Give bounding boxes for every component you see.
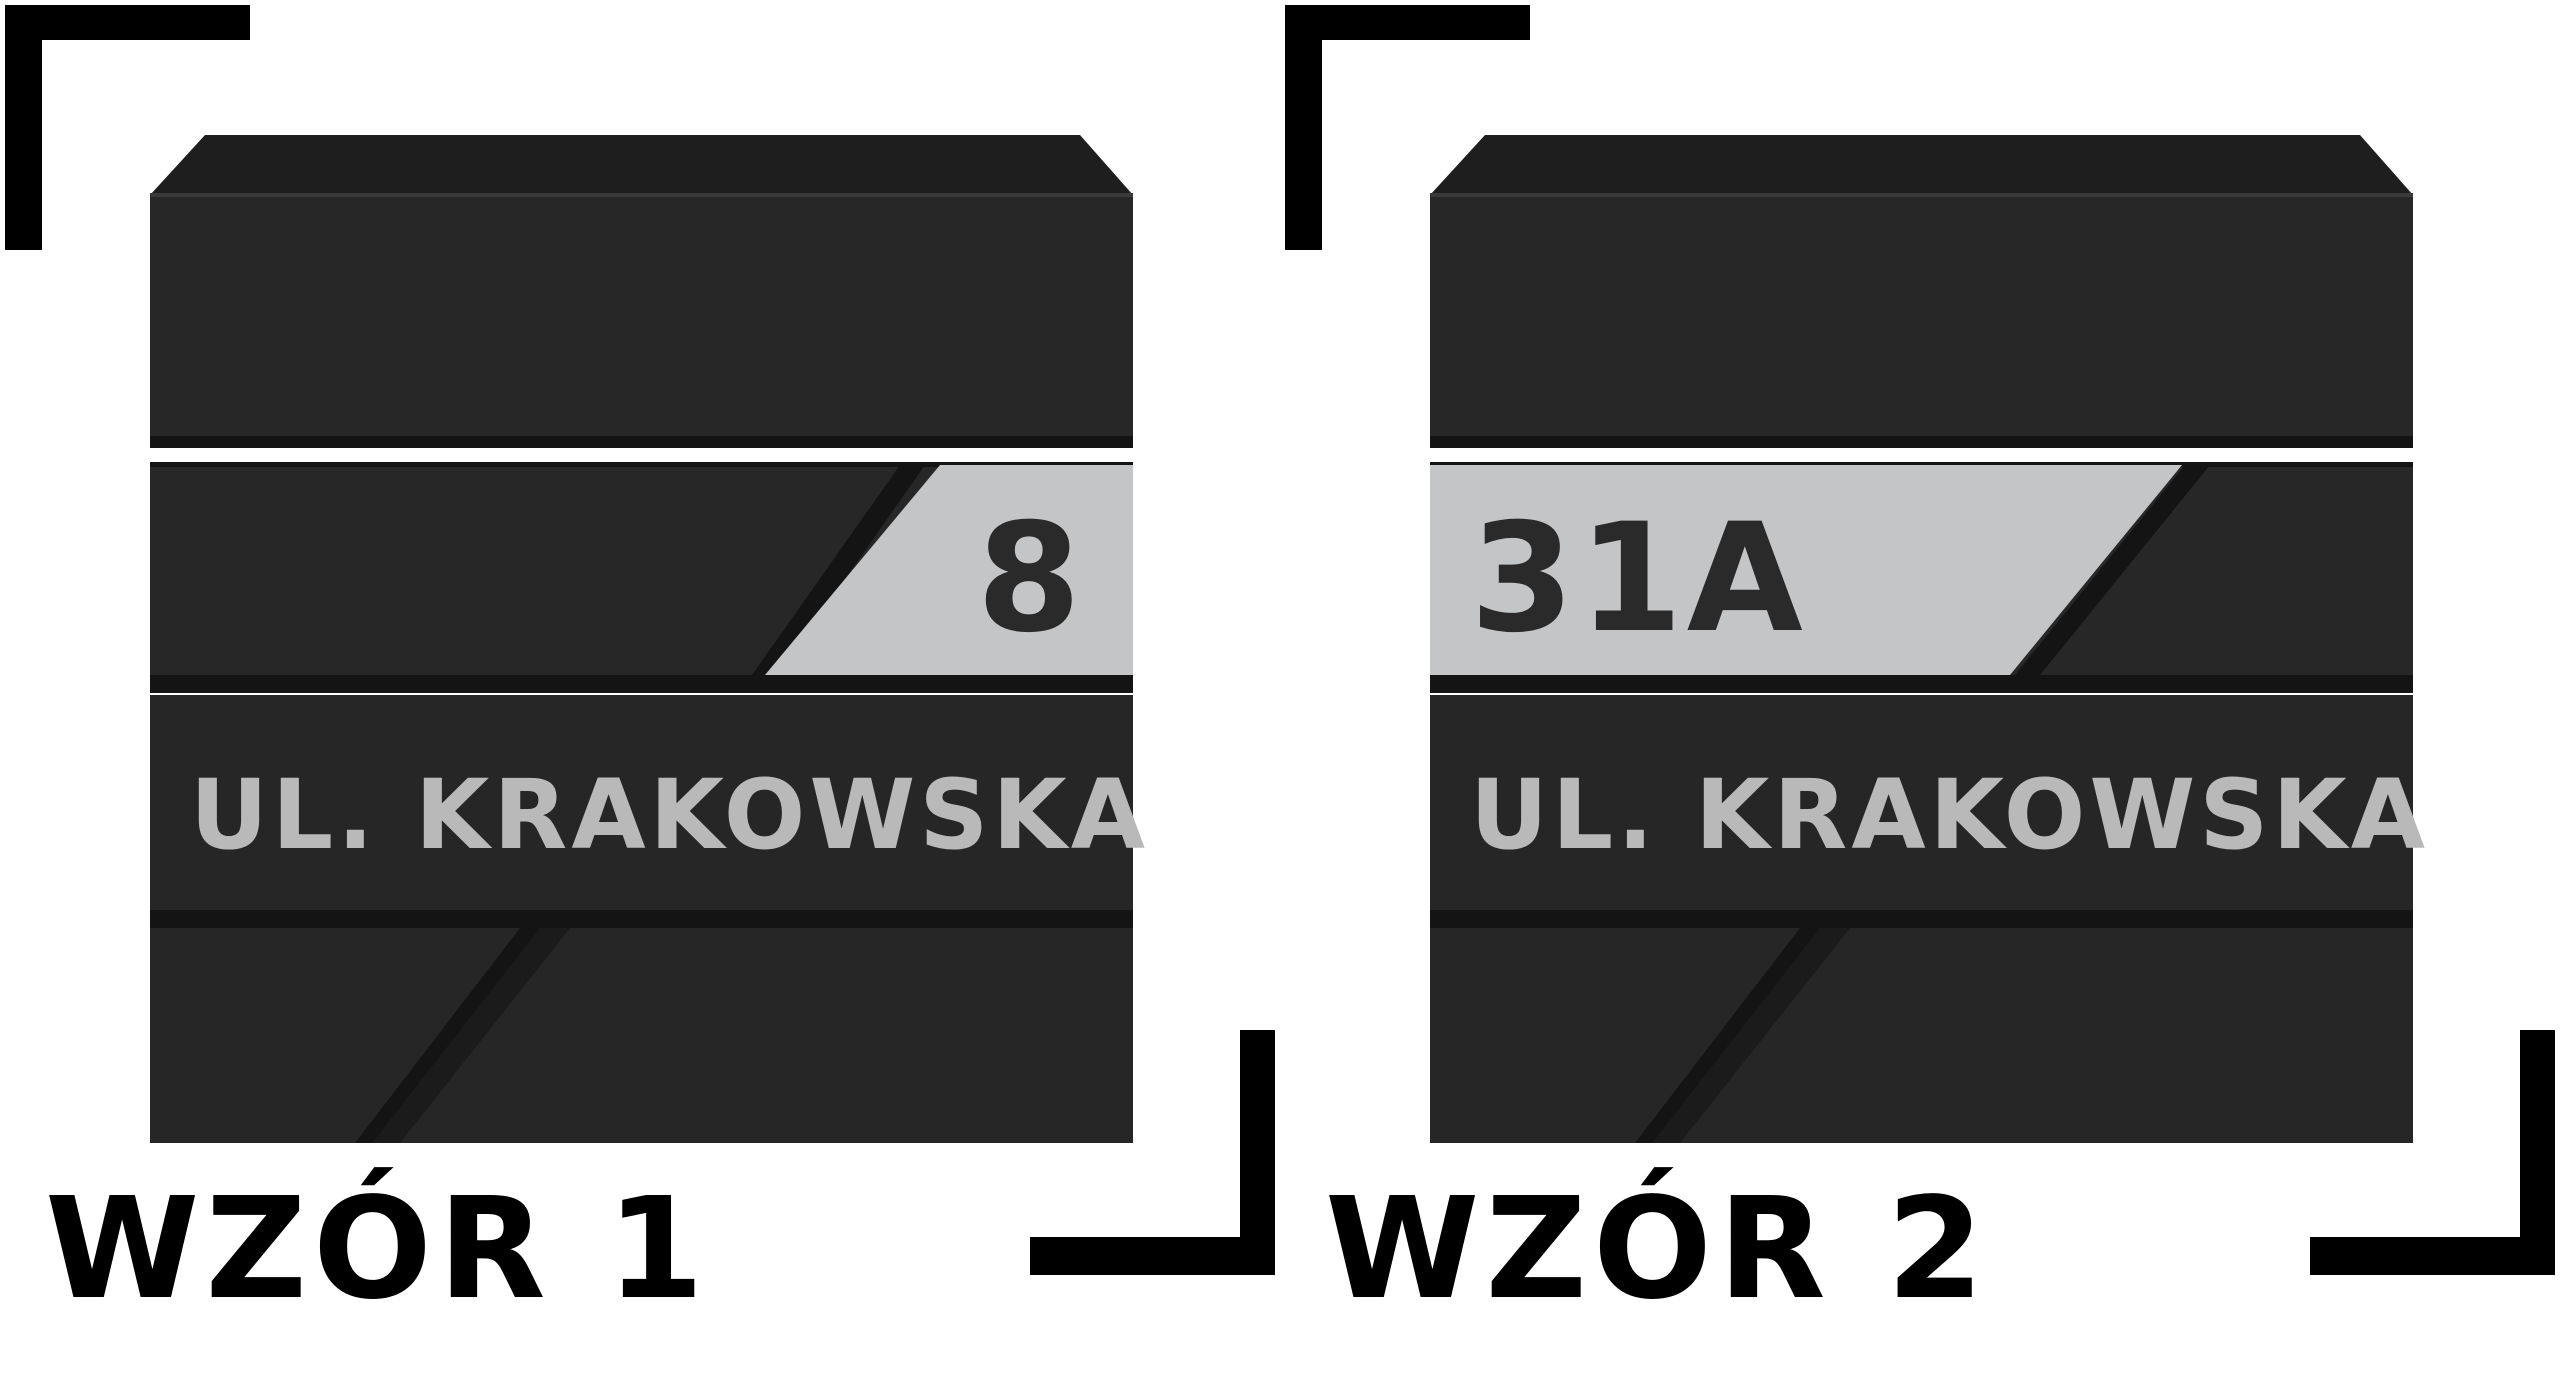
mailbox-top-panel (150, 193, 1133, 440)
mailbox-illustration: 31A UL. KRAKOWSKA (1285, 5, 2555, 1275)
street-name: UL. KRAKOWSKA (190, 759, 1149, 871)
variant-1: 8 UL. KRAKOWSKA WZÓR 1 (5, 5, 1275, 1331)
mailbox-lid (150, 135, 1133, 195)
house-number: 8 (977, 492, 1085, 666)
house-number: 31A (1470, 492, 1807, 666)
mailbox-slat-3 (150, 928, 1133, 1143)
mailbox-slat-3 (1430, 928, 2413, 1143)
variant-2: 31A UL. KRAKOWSKA WZÓR 2 (1280, 0, 2560, 1381)
mailbox-slat-2 (150, 695, 1133, 910)
corner-mark-top-left (5, 5, 250, 250)
design-label: WZÓR 2 (1325, 1168, 1990, 1331)
number-plate (1430, 465, 2182, 675)
mailbox-lid (1430, 135, 2413, 195)
corner-mark-top-left (1285, 5, 1530, 250)
design-label: WZÓR 1 (45, 1168, 710, 1331)
mailbox-illustration: 8 UL. KRAKOWSKA (5, 5, 1275, 1275)
number-plate (765, 465, 1133, 675)
mailbox-top-panel (1430, 193, 2413, 440)
corner-mark-bottom-right (1030, 1030, 1275, 1275)
street-name: UL. KRAKOWSKA (1470, 759, 2429, 871)
mailbox-slat-2 (1430, 695, 2413, 910)
corner-mark-bottom-right (2310, 1030, 2555, 1275)
